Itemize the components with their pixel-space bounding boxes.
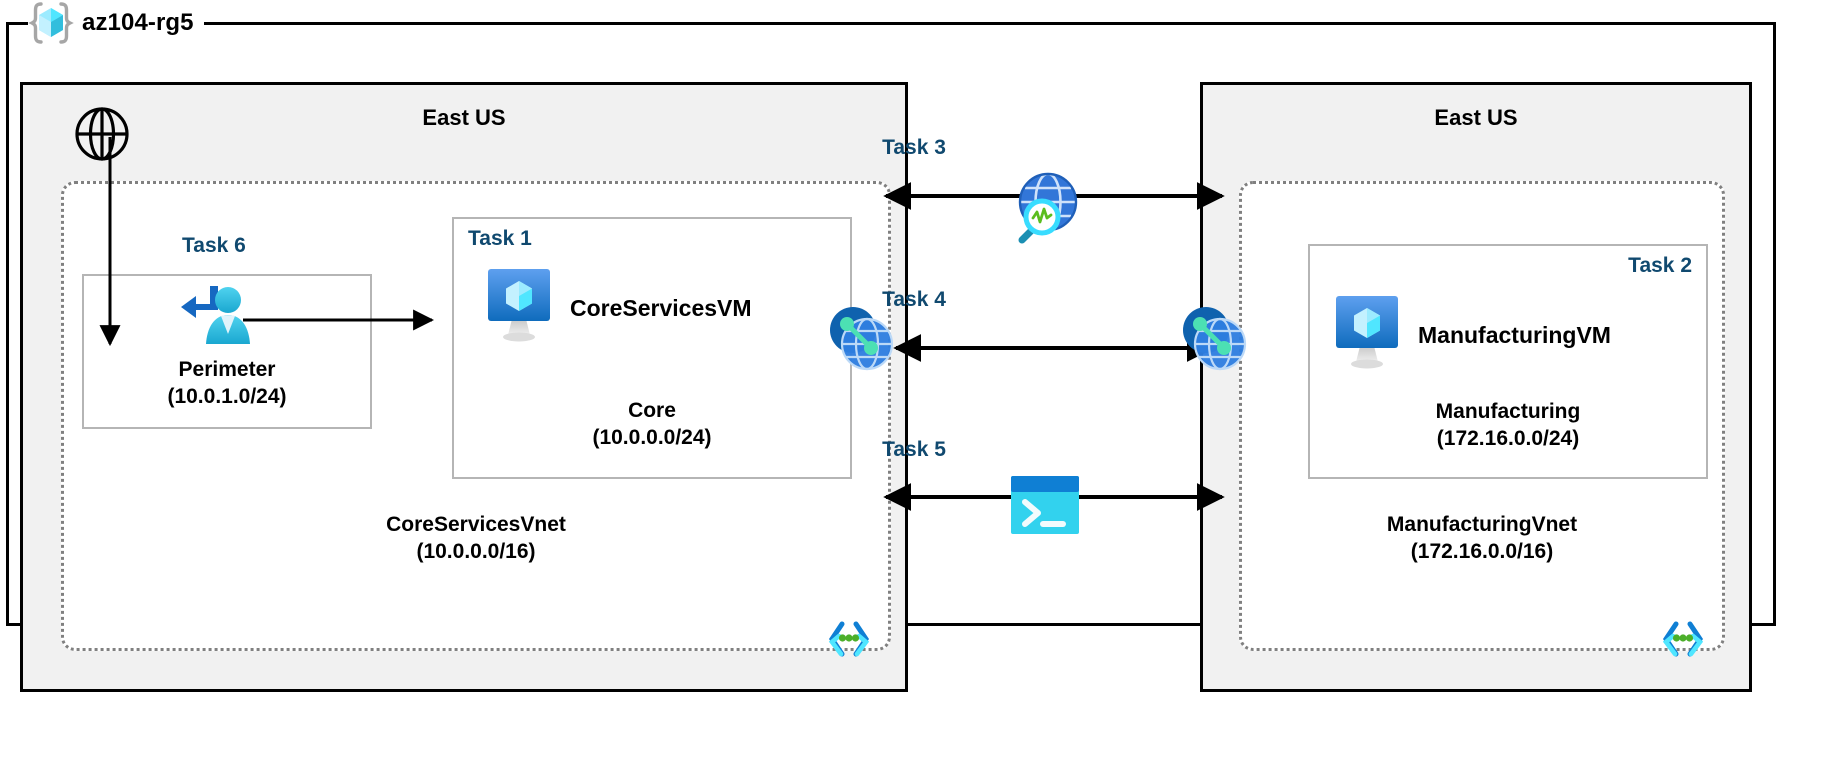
vnet-coreservices-cidr: (10.0.0.0/16): [416, 539, 536, 563]
resource-group-cube-icon: [28, 0, 74, 46]
subnet-perimeter: Perimeter (10.0.1.0/24): [82, 274, 372, 429]
vnet-coreservices: Perimeter (10.0.1.0/24): [61, 181, 891, 657]
subnet-perimeter-name: Perimeter: [178, 358, 276, 381]
network-watcher-icon: [1000, 168, 1086, 259]
resource-group-name: az104-rg5: [82, 9, 194, 36]
subnet-perimeter-cidr: (10.0.1.0/24): [167, 385, 287, 409]
region-east-us-left: East US Perimeter (10.0.1.0/24): [20, 82, 908, 692]
vnet-manufacturing-cidr: (172.16.0.0/16): [1410, 539, 1554, 563]
region-east-us-right: East US Task 2: [1200, 82, 1752, 692]
core-vm-row: CoreServicesVM: [484, 265, 752, 352]
resource-group-header: az104-rg5: [28, 0, 204, 46]
subnet-brackets-icon: [826, 616, 872, 662]
vnet-manufacturing-name: ManufacturingVnet: [1386, 513, 1578, 536]
subnet-manufacturing-name: Manufacturing: [1435, 400, 1581, 423]
region-left-label: East US: [422, 105, 506, 130]
region-right-label: East US: [1434, 105, 1518, 130]
bastion-console-icon: [1009, 474, 1081, 541]
subnet-manufacturing: Task 2: [1308, 244, 1708, 479]
vnet-manufacturing: Task 2: [1239, 181, 1725, 657]
task-6-label: Task 6: [182, 234, 246, 257]
core-vm-name: CoreServicesVM: [570, 295, 752, 321]
task-2-label: Task 2: [1628, 254, 1692, 277]
vnet-coreservices-caption: CoreServicesVnet (10.0.0.0/16): [64, 512, 888, 566]
vnet-coreservices-name: CoreServicesVnet: [386, 513, 566, 536]
task-4-label: Task 4: [882, 288, 946, 311]
task-5-label: Task 5: [882, 438, 946, 461]
task-1-label: Task 1: [468, 227, 532, 250]
manufacturing-vm-row: ManufacturingVM: [1332, 292, 1611, 379]
subnet-core-cidr: (10.0.0.0/24): [592, 426, 712, 450]
subnet-core: Task 1: [452, 217, 852, 479]
user-login-icon: [176, 282, 254, 359]
task-3-label: Task 3: [882, 136, 946, 159]
manufacturing-vm-name: ManufacturingVM: [1418, 322, 1611, 348]
subnet-manufacturing-cidr: (172.16.0.0/24): [1436, 427, 1580, 451]
subnet-brackets-icon: [1660, 616, 1706, 662]
globe-icon: [73, 105, 131, 168]
subnet-core-name: Core: [628, 399, 676, 422]
vnet-peering-icon: [1178, 300, 1250, 383]
vnet-peering-icon: [825, 300, 897, 383]
virtual-machine-icon: [1332, 292, 1402, 379]
virtual-machine-icon: [484, 265, 554, 352]
vnet-manufacturing-caption: ManufacturingVnet (172.16.0.0/16): [1242, 512, 1722, 566]
